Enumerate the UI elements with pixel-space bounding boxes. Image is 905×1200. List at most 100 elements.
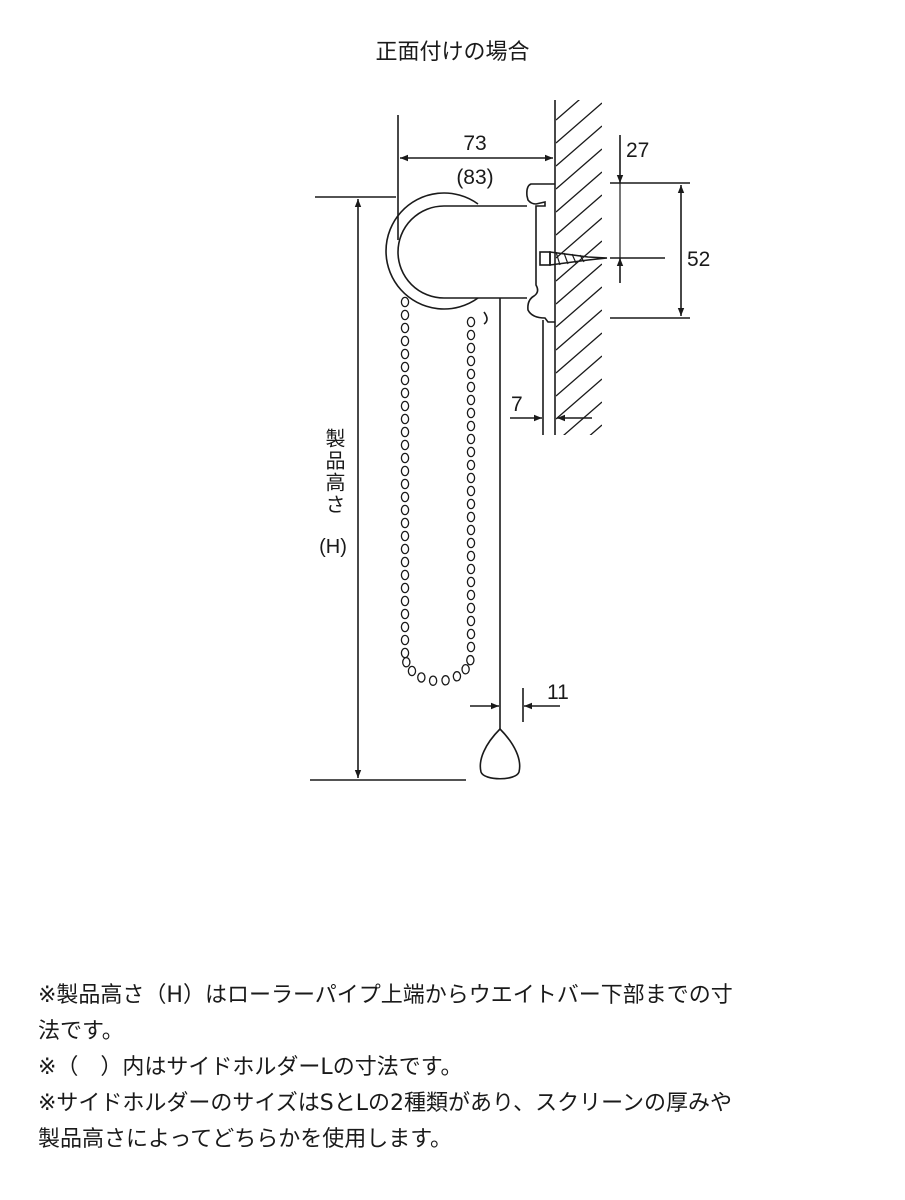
chain-bead — [452, 671, 462, 682]
note-line: ※サイドホルダーのサイズはSとLの2種類があり、スクリーンの厚みや — [38, 1091, 733, 1116]
roller-outer-arc — [385, 192, 479, 310]
dim-label-bracket-height: 52 — [687, 248, 710, 271]
chain-bead — [400, 491, 410, 503]
dim-label-screen-gap: 7 — [511, 393, 523, 416]
chain-bead — [466, 459, 476, 471]
hatch-line — [556, 171, 602, 213]
wall-hatching — [556, 100, 602, 488]
hatch-line — [556, 100, 580, 121]
chain-bead — [466, 446, 476, 458]
hatch-line — [556, 102, 602, 144]
chain-bead — [417, 672, 426, 683]
chain-bead — [466, 498, 476, 510]
hatch-line — [556, 448, 602, 488]
chain-bead — [400, 465, 410, 477]
chain-bead — [466, 628, 476, 640]
chain-bead — [466, 420, 476, 432]
chain-bead — [466, 368, 476, 380]
chain-bead — [400, 400, 410, 412]
chain-bead — [400, 348, 410, 360]
chain-bead — [400, 504, 410, 516]
hatch-line — [556, 125, 602, 167]
note-line: 製品高さによってどちらかを使用します。 — [38, 1127, 453, 1152]
chain-bead — [400, 296, 410, 308]
chain-bead — [466, 654, 475, 666]
hatch-line — [556, 378, 602, 420]
pull-weight — [479, 727, 521, 780]
dim-label-weight-width: 11 — [547, 681, 569, 704]
chain-bead — [400, 530, 410, 542]
chain-bead — [466, 511, 476, 523]
chain-bead — [466, 342, 476, 354]
chain-bead — [400, 374, 410, 386]
note-line: ※製品高さ（H）はローラーパイプ上端からウエイトバー下部までの寸 — [38, 983, 733, 1008]
chain-bead — [400, 517, 410, 529]
installation-diagram: 73 (83) 27 52 7 11 製品高さ (H) — [310, 100, 710, 781]
hatch-line — [556, 217, 602, 259]
chain-bead — [466, 615, 476, 627]
dim-label-offset-top: 27 — [626, 139, 649, 162]
chain-bead — [400, 322, 410, 334]
chain-bead — [400, 361, 410, 373]
chain-bead — [400, 608, 410, 620]
chain-bead — [400, 569, 410, 581]
chain-bead — [441, 675, 450, 686]
chain-bead — [466, 407, 476, 419]
chain-bead — [400, 335, 410, 347]
chain-bead — [400, 543, 410, 555]
dim-label-height: 製品高さ — [322, 428, 345, 516]
chain-bead — [466, 355, 476, 367]
chain-bead — [466, 524, 476, 536]
hatch-line — [556, 355, 602, 397]
chain-bead — [400, 413, 410, 425]
hatch-line — [556, 309, 602, 351]
screw-icon — [539, 251, 608, 266]
dim-label-width-l: (83) — [456, 166, 493, 189]
chain-bead — [400, 452, 410, 464]
chain-bead — [466, 316, 476, 328]
notes: ※製品高さ（H）はローラーパイプ上端からウエイトバー下部までの寸 法です。 ※（… — [38, 978, 868, 1158]
chain-bead — [466, 550, 476, 562]
chain-bead — [400, 621, 410, 633]
chain-bead — [466, 394, 476, 406]
dim-label-height-symbol: (H) — [319, 536, 347, 558]
chain-bead — [466, 641, 476, 653]
hatch-line — [556, 263, 602, 305]
chain-bead — [428, 675, 438, 686]
chain-bead — [400, 595, 410, 607]
hatch-line — [556, 148, 602, 190]
chain-bead — [466, 485, 476, 497]
chain-bead — [466, 576, 476, 588]
chain-bead — [400, 439, 410, 451]
chain-bead — [400, 582, 410, 594]
dim-label-width-s: 73 — [463, 132, 486, 155]
hatch-line — [589, 424, 602, 435]
chain-bead — [461, 663, 470, 675]
chain-bead — [466, 472, 476, 484]
chain-bead — [400, 556, 410, 568]
chain-bead — [466, 537, 476, 549]
hatch-line — [556, 194, 602, 236]
chain-bead — [400, 387, 410, 399]
chain-bead — [400, 647, 410, 659]
chain-bead — [466, 589, 476, 601]
chain-bead — [466, 433, 476, 445]
hatch-line — [563, 401, 602, 435]
diagram-title: 正面付けの場合 — [375, 40, 530, 65]
note-line: ※（ ）内はサイドホルダーLの寸法です。 — [38, 1055, 463, 1080]
chain-end-hook — [483, 311, 488, 325]
chain-bead — [400, 426, 410, 438]
chain-bead — [402, 656, 411, 668]
roller-inner-d — [397, 205, 527, 299]
chain-bead — [466, 381, 476, 393]
chain-bead — [466, 563, 476, 575]
bead-chain — [400, 296, 476, 686]
chain-bead — [400, 634, 410, 646]
chain-bead — [466, 329, 476, 341]
chain-bead — [407, 665, 417, 677]
side-holder-bracket — [526, 183, 555, 323]
hatch-line — [556, 332, 602, 374]
chain-bead — [466, 602, 476, 614]
note-line: 法です。 — [38, 1019, 124, 1044]
hatch-line — [556, 286, 602, 328]
